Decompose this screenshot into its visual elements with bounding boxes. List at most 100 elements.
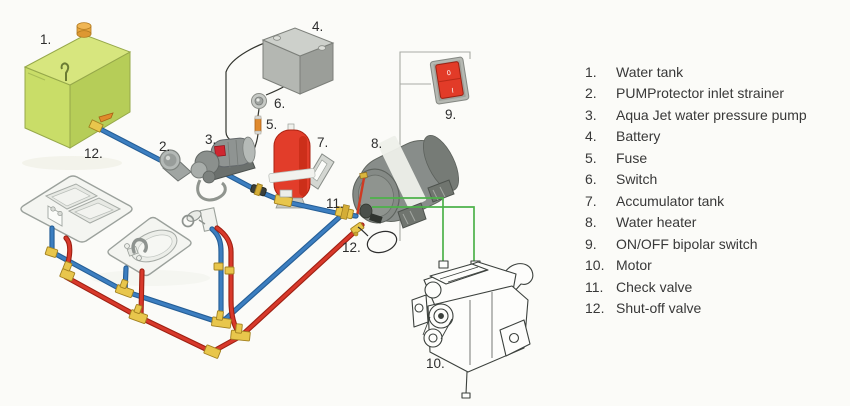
check-valve: [334, 204, 354, 220]
shower-hot-valve: [224, 266, 235, 275]
hot-water-pipes: [62, 222, 365, 355]
hot-bus-elbow: [203, 344, 222, 359]
legend-item-number: 2.: [585, 85, 597, 102]
green-wire-1: [370, 197, 444, 263]
legend-item-number: 7.: [585, 192, 597, 209]
legend-item-label: Check valve: [616, 278, 693, 295]
shower-fixture: [181, 207, 219, 232]
legend-item-number: 9.: [585, 235, 597, 252]
legend-item: 7. Accumulator tank: [585, 191, 840, 212]
legend-item-number: 1.: [585, 64, 597, 80]
cold-water-pipes: [49, 126, 359, 326]
legend-item-label: Fuse: [616, 149, 648, 166]
legend-item: 5. Fuse: [585, 148, 840, 169]
tank-filler-cap: [76, 22, 92, 38]
water-tank: [23, 22, 132, 149]
pump-switch: [251, 93, 267, 109]
motor: [411, 260, 534, 399]
drain-shutoff-valve: [350, 222, 365, 237]
green-wire-2: [372, 206, 475, 263]
cold-water-bus: [50, 212, 345, 325]
pump-hose-loop: [196, 179, 227, 202]
label-11: 11.: [326, 196, 344, 211]
tank-hook-mark: [60, 62, 70, 81]
faucet-knob: [57, 210, 63, 217]
battery-terminal: [317, 45, 326, 51]
legend-item: 10. Motor: [585, 255, 840, 276]
legend-item-number: 10.: [585, 257, 605, 274]
basin-faucet: [131, 237, 148, 254]
single-basin-sink: [107, 216, 192, 277]
label-12-tank: 12.: [84, 146, 103, 161]
legend-item: 11. Check valve: [585, 277, 840, 298]
diagram-labels: 1. 2. 3. 4. 5. 6. 7. 8. 9. 10. 11. 12. 1…: [40, 19, 456, 371]
legend-item: 3. Aqua Jet water pressure pump: [585, 105, 840, 126]
switch-on-mark: I: [451, 88, 454, 95]
legend-item-number: 11.: [585, 278, 604, 295]
valve-lever: [98, 112, 114, 123]
sink-cold-valve: [44, 246, 59, 258]
legend-item: 1. Water tank: [585, 62, 840, 83]
legend-item-label: Water tank: [616, 64, 684, 80]
pressure-pump: [190, 136, 256, 202]
legend-item-label: Switch: [616, 171, 658, 188]
label-5: 5.: [266, 117, 277, 132]
legend-item-label: Shut-off valve: [616, 299, 702, 316]
accumulator-band: [268, 168, 316, 183]
fuse: [254, 115, 262, 135]
legend-item: 6. Switch: [585, 169, 840, 190]
green-wires: [370, 197, 475, 263]
inlet-strainer: [159, 149, 192, 182]
legend-item-label: ON/OFF bipolar switch: [616, 235, 758, 252]
legend-item: 2. PUMProtector inlet strainer: [585, 83, 840, 104]
legend-item-label: Aqua Jet water pressure pump: [616, 106, 807, 123]
label-10: 10.: [426, 356, 445, 371]
cold-pipe-tank-to-strainer: [98, 127, 162, 162]
battery-terminal: [272, 35, 281, 41]
switch-off-mark: 0: [447, 70, 452, 78]
legend-item-number: 8.: [585, 214, 597, 231]
battery: [261, 27, 335, 95]
double-sink: [20, 175, 133, 243]
heater-port-fitting: [369, 213, 383, 224]
label-6: 6.: [274, 96, 285, 111]
legend-item: 8. Water heater: [585, 212, 840, 233]
system-diagram: 0 I 1. 2. 3. 4. 5. 6. 7. 8. 9.: [20, 19, 534, 399]
legend-item-number: 12.: [585, 299, 605, 316]
heater-band: [377, 135, 427, 209]
inline-fitting-nut: [253, 183, 263, 197]
heater-port: [359, 203, 373, 219]
bipolar-switch: 0 I: [429, 56, 470, 105]
legend-item-number: 5.: [585, 149, 597, 166]
water-heater: [352, 135, 459, 229]
legend-item: 4. Battery: [585, 126, 840, 147]
label-4: 4.: [312, 19, 323, 34]
legend-item-number: 4.: [585, 128, 597, 145]
label-1: 1.: [40, 32, 51, 47]
shower-head: [186, 210, 202, 222]
legend-item: 12. Shut-off valve: [585, 298, 840, 319]
legend-item-label: PUMProtector inlet strainer: [616, 85, 785, 102]
legend-item-label: Water heater: [616, 214, 697, 231]
shower-cold-valve: [213, 262, 224, 271]
heater-relief-pipe: [355, 177, 366, 217]
sink-shadow: [90, 270, 210, 286]
faucet-knob: [50, 206, 56, 212]
legend-item-label: Motor: [616, 257, 652, 274]
pump-label: [214, 145, 226, 157]
tank-shutoff-valve: [88, 112, 114, 133]
label-7: 7.: [317, 135, 328, 150]
power-cord-coil: [357, 226, 398, 254]
hot-water-bus: [63, 223, 364, 354]
label-12-heater: 12.: [342, 240, 361, 255]
motor-terminal: [438, 260, 449, 269]
tank-shadow: [22, 156, 122, 170]
legend-item-label: Accumulator tank: [616, 192, 725, 209]
label-8: 8.: [371, 136, 382, 151]
label-2: 2.: [159, 139, 170, 154]
legend: 1. Water tank 2. PUMProtector inlet stra…: [585, 62, 840, 319]
legend-item-label: Battery: [616, 128, 661, 145]
legend-item-number: 6.: [585, 171, 597, 188]
label-3: 3.: [205, 132, 216, 147]
